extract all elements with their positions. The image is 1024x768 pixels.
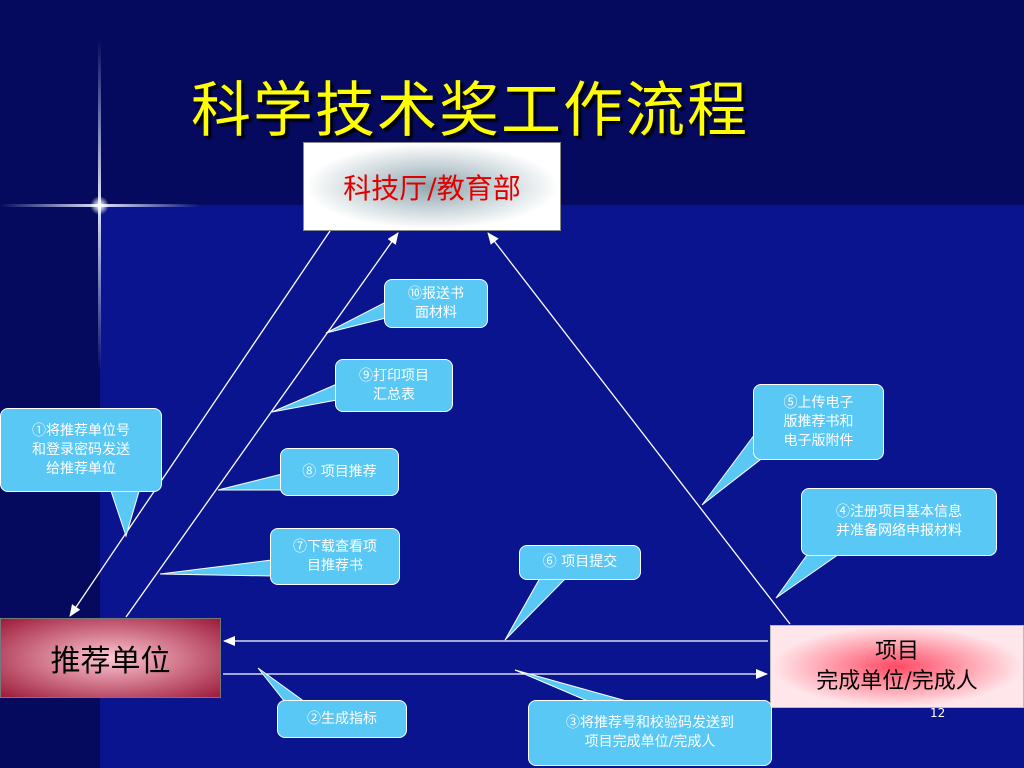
arrow-left-to-top <box>125 232 399 618</box>
callout-step-1: ①将推荐单位号 和登录密码发送 给推荐单位 <box>0 408 162 492</box>
node-recommending-unit: 推荐单位 <box>0 618 221 698</box>
sparkle-star-icon <box>90 196 109 215</box>
slide-title: 科学技术奖工作流程 <box>191 76 749 146</box>
callout-step-2: ②生成指标 <box>277 700 407 738</box>
callout-step-4: ④注册项目基本信息 并准备网络申报材料 <box>801 488 997 556</box>
node-completion-unit-label: 完成单位/完成人 <box>816 668 978 694</box>
callout-step-8: ⑧ 项目推荐 <box>280 448 399 496</box>
node-science-dept-education-ministry: 科技厅/教育部 <box>303 142 561 231</box>
callout-8-pointer <box>217 473 283 491</box>
callout-2-pointer <box>257 667 307 703</box>
arrow-right-to-top <box>487 232 791 625</box>
callout-6-pointer <box>504 577 568 641</box>
arrow-top-to-left <box>69 230 331 617</box>
callout-step-10: ⑩报送书 面材料 <box>384 279 488 328</box>
page-number: 12 <box>930 706 946 720</box>
callout-3-pointer <box>514 669 631 703</box>
callout-1-pointer <box>109 487 141 538</box>
node-project-completion-unit: 项目 完成单位/完成人 <box>770 625 1024 708</box>
callout-step-5: ⑤上传电子 版推荐书和 电子版附件 <box>753 384 884 460</box>
callout-step-3: ③将推荐号和校验码发送到 项目完成单位/完成人 <box>528 700 772 766</box>
callout-step-7: ⑦下载查看项 目推荐书 <box>270 528 400 585</box>
callout-7-pointer <box>159 559 273 577</box>
callout-10-pointer <box>325 301 387 334</box>
callout-step-9: ⑨打印项目 汇总表 <box>335 359 453 412</box>
node-project-label: 项目 <box>874 638 919 664</box>
callout-step-6: ⑥ 项目提交 <box>519 545 641 580</box>
